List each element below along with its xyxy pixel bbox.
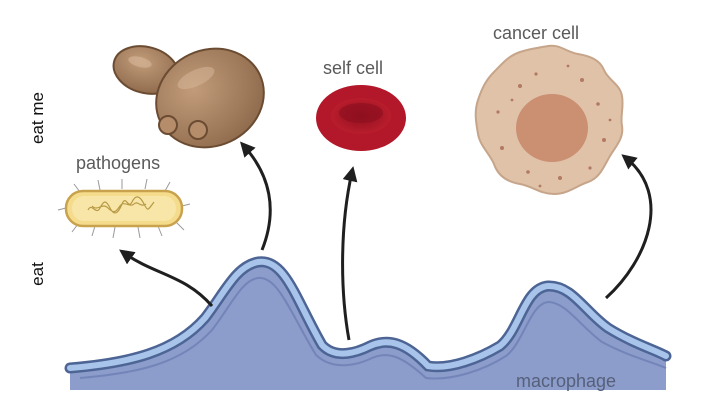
macrophage-body bbox=[70, 261, 666, 390]
pathogens-label: pathogens bbox=[76, 153, 161, 173]
red-blood-cell-icon bbox=[316, 85, 406, 151]
macrophage-label: macrophage bbox=[516, 371, 617, 391]
fungus-icon bbox=[112, 45, 265, 149]
macrophage-inner-edge bbox=[79, 276, 667, 380]
arrow-icon bbox=[239, 141, 272, 251]
self-cell-label: self cell bbox=[323, 58, 384, 78]
arrow-icon bbox=[341, 166, 358, 341]
cancer-cell-icon bbox=[474, 44, 624, 196]
cancer-cell-label: cancer cell bbox=[493, 23, 580, 43]
eat-label: eat bbox=[28, 262, 47, 286]
macrophage bbox=[64, 256, 672, 390]
arrow-icon bbox=[604, 154, 653, 300]
bacterium-icon bbox=[57, 178, 191, 239]
eat-me-label: eat me bbox=[28, 92, 47, 144]
macrophage-membrane-inner bbox=[67, 258, 669, 371]
arrow-icon bbox=[119, 249, 214, 307]
